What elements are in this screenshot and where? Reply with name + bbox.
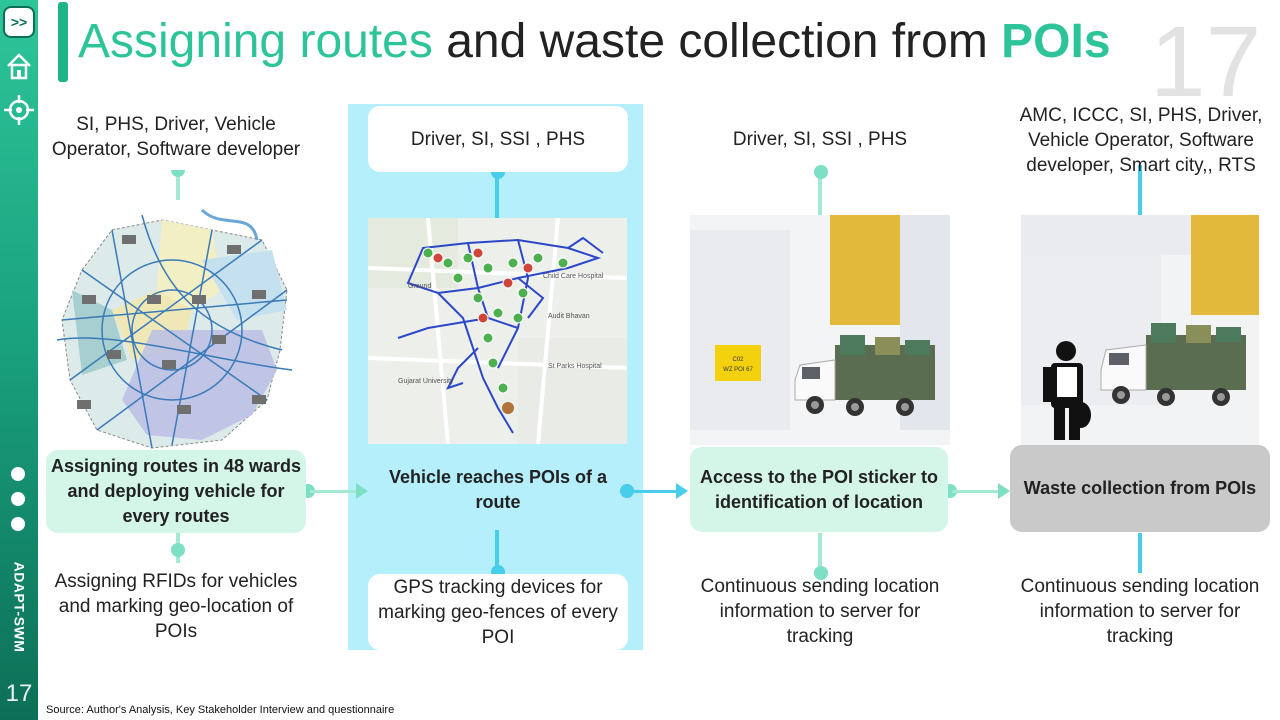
source-note: Source: Author's Analysis, Key Stakehold…	[46, 704, 395, 716]
next-slide-button[interactable]: >>	[3, 6, 35, 38]
connector-line	[1138, 533, 1142, 573]
sticker-text: C02	[732, 357, 744, 363]
flow-line	[630, 490, 680, 493]
route-map-image: Ground Child Care Hospital Audit Bhavan …	[368, 218, 627, 444]
page-title: Assigning routes and waste collection fr…	[78, 15, 1111, 68]
sidebar-page-number: 17	[5, 680, 33, 707]
flow-arrow-icon	[356, 483, 368, 499]
detail-box-2: GPS tracking devices for marking geo-fen…	[368, 574, 628, 650]
page-number-watermark: 17	[1150, 6, 1262, 118]
connector-dot	[171, 543, 185, 557]
flow-arrow-icon	[676, 483, 688, 499]
flow-dot	[620, 484, 634, 498]
sticker-text: WZ POI 67	[723, 367, 753, 373]
connector-line	[1138, 165, 1142, 215]
process-box-2: Vehicle reaches POIs of a route	[388, 467, 608, 512]
home-button[interactable]	[3, 50, 35, 82]
process-box-3: Access to the POI sticker to identificat…	[690, 447, 948, 532]
map-label: Audit Bhavan	[548, 313, 590, 320]
map-label: Child Care Hospital	[543, 273, 604, 280]
map-label: Ground	[408, 283, 431, 290]
stakeholders-box-2: Driver, SI, SSI , PHS	[368, 106, 628, 172]
ward-map-image	[52, 200, 294, 450]
target-button[interactable]	[3, 94, 35, 126]
flow-line	[952, 490, 1002, 493]
map-label: Gujarat University	[398, 378, 454, 385]
stakeholders-box-3: Driver, SI, SSI , PHS	[732, 128, 908, 150]
process-box-4: Waste collection from POIs	[1010, 445, 1270, 532]
menu-dot[interactable]	[11, 467, 25, 481]
connector-line	[176, 170, 180, 200]
connector-line	[495, 530, 499, 574]
next-label: >>	[10, 14, 28, 30]
menu-dot[interactable]	[11, 492, 25, 506]
stakeholders-box-4: AMC, ICCC, SI, PHS, Driver, Vehicle Oper…	[1019, 105, 1263, 176]
title-accent-bar	[58, 2, 68, 82]
connector-line	[818, 175, 822, 220]
process-box-1: Assigning routes in 48 wards and deployi…	[46, 450, 306, 533]
project-label: ADAPT-SWM	[11, 561, 28, 653]
connector-dot	[814, 566, 828, 580]
flow-line	[310, 490, 360, 493]
flow-arrow-icon	[998, 483, 1010, 499]
map-label: St Parks Hospital	[548, 363, 602, 370]
detail-box-4: Continuous sending location information …	[1020, 576, 1260, 647]
crosshair-icon	[4, 95, 34, 125]
home-icon	[7, 53, 31, 80]
stakeholders-box-1: SI, PHS, Driver, Vehicle Operator, Softw…	[46, 104, 306, 170]
poi-sticker-image: C02 WZ POI 67	[690, 215, 950, 445]
menu-dot[interactable]	[11, 517, 25, 531]
connector-dot	[814, 165, 828, 179]
left-sidebar: >> ADAPT-SWM 17	[0, 0, 38, 720]
connector-line	[818, 533, 822, 573]
waste-collection-image	[1021, 215, 1259, 445]
detail-box-1: Assigning RFIDs for vehicles and marking…	[46, 563, 306, 650]
detail-box-3: Continuous sending location information …	[700, 576, 940, 647]
connector-line	[495, 172, 499, 220]
